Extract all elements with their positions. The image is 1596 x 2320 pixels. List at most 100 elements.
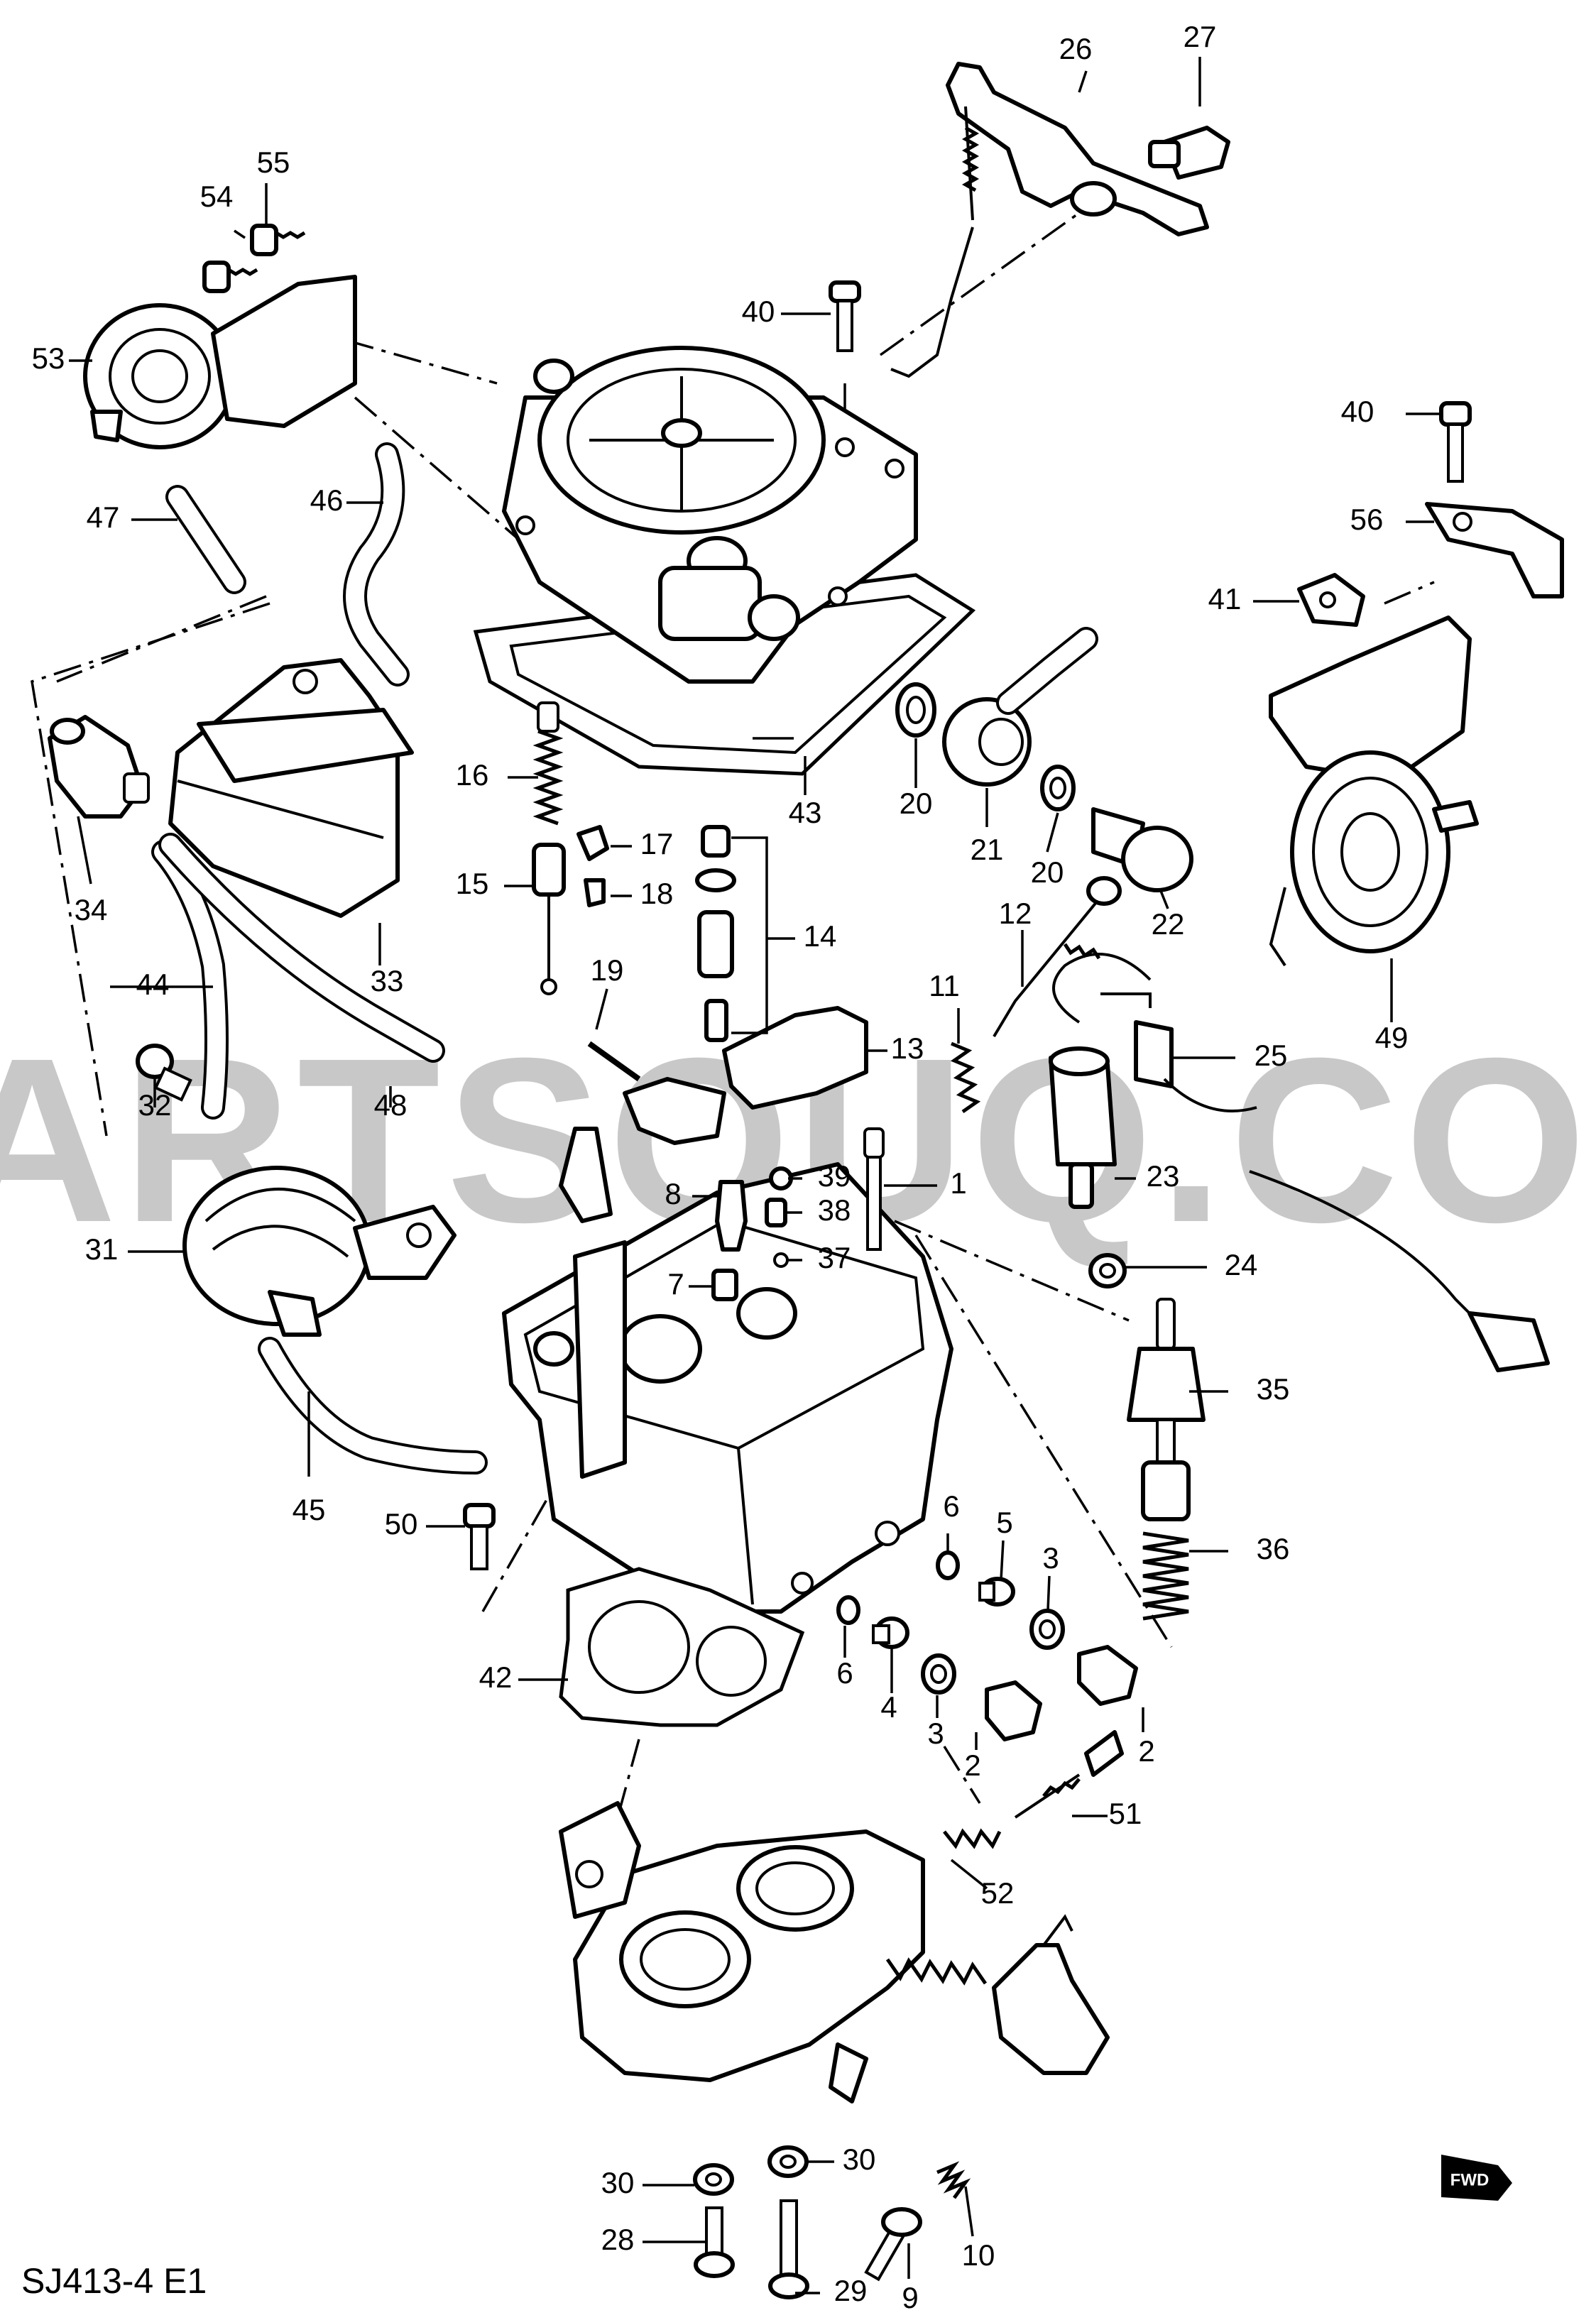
part-20-washer-b <box>1040 765 1076 811</box>
part-56-bracket <box>1425 502 1564 598</box>
part-37-ball <box>773 1252 789 1268</box>
part-23-fuel-cut-solenoid <box>1049 953 1257 1209</box>
callout-24: 24 <box>1225 1248 1258 1281</box>
part-49-vacuum-actuator <box>1269 615 1479 967</box>
part-44-hose <box>151 840 229 1120</box>
part-2-plug-b <box>985 1680 1042 1741</box>
connector-wire <box>1249 1170 1550 1372</box>
callout-23: 23 <box>1147 1159 1180 1193</box>
part-7-jet <box>711 1269 738 1301</box>
part-15-needle-valve <box>532 843 566 995</box>
callout-16: 16 <box>456 758 489 792</box>
part-51-adjust-screw <box>1014 1730 1124 1819</box>
callout-17: 17 <box>640 827 674 860</box>
part-12-needle-screw <box>993 876 1122 1038</box>
callout-40-right: 40 <box>1341 395 1374 428</box>
diagram-code: SJ413-4 E1 <box>21 2261 207 2301</box>
callout-5: 5 <box>996 1506 1012 1539</box>
callout-12: 12 <box>999 897 1032 930</box>
part-9-screw <box>864 2207 922 2282</box>
callout-9: 9 <box>902 2281 918 2314</box>
part-28-screw <box>694 2206 735 2278</box>
part-6-ball-b <box>836 1595 860 1625</box>
part-38-jet <box>765 1198 787 1227</box>
part-34-tee-fitting <box>48 715 150 819</box>
callout-29: 29 <box>834 2274 868 2307</box>
part-1-tube <box>863 1127 885 1251</box>
part-19-pin <box>587 1041 641 1082</box>
callout-2-a: 2 <box>964 1749 980 1782</box>
callout-30-b: 30 <box>843 2143 876 2176</box>
fwd-badge: FWD <box>1441 2155 1512 2201</box>
callout-52: 52 <box>981 1876 1015 1910</box>
callout-36: 36 <box>1257 1532 1290 1565</box>
callout-2-b: 2 <box>1138 1734 1154 1768</box>
callout-7: 7 <box>667 1267 684 1301</box>
callout-55: 55 <box>257 146 290 179</box>
part-27-screw <box>1148 126 1230 180</box>
callout-48: 48 <box>374 1088 408 1122</box>
part-18-screw <box>584 878 606 907</box>
callout-10: 10 <box>962 2238 995 2272</box>
part-54-screw <box>202 261 258 293</box>
callout-56: 56 <box>1350 503 1384 536</box>
part-41-bracket <box>1297 573 1365 627</box>
callout-41: 41 <box>1208 582 1242 615</box>
part-46-hose <box>343 442 410 686</box>
callout-20-a: 20 <box>900 787 933 820</box>
callout-3-b: 3 <box>927 1717 944 1750</box>
part-42-base-gasket <box>559 1567 805 1727</box>
part-3-washer-b <box>921 1653 956 1695</box>
callout-18: 18 <box>640 877 674 910</box>
part-47-hose <box>165 485 246 594</box>
part-16-spring <box>532 701 564 826</box>
part-30-nut-a <box>693 2163 734 2196</box>
callout-19: 19 <box>591 953 624 987</box>
callout-4: 4 <box>880 1690 897 1724</box>
part-4-screw <box>872 1616 909 1649</box>
callout-44: 44 <box>136 968 170 1001</box>
callout-34: 34 <box>75 893 108 926</box>
callout-25: 25 <box>1255 1039 1288 1072</box>
part-3-washer-a <box>1029 1609 1065 1650</box>
float-bowl-body <box>502 1127 953 1614</box>
callout-31: 31 <box>85 1232 119 1266</box>
callout-47: 47 <box>87 500 120 534</box>
part-55-screw <box>250 224 306 256</box>
part-5-screw <box>978 1577 1015 1607</box>
callout-49: 49 <box>1375 1021 1409 1054</box>
part-50-bolt <box>463 1503 496 1570</box>
throttle-body <box>559 1801 1110 2103</box>
callout-32: 32 <box>138 1088 172 1122</box>
callout-15: 15 <box>456 867 489 900</box>
callout-46: 46 <box>310 483 344 517</box>
callout-8: 8 <box>665 1177 681 1210</box>
callout-45: 45 <box>293 1493 326 1526</box>
part-52-spring <box>943 1828 1002 1849</box>
part-24-washer <box>1088 1253 1127 1288</box>
callout-11: 11 <box>929 969 960 1002</box>
part-14-jet-assembly <box>695 825 736 1042</box>
callout-14: 14 <box>804 919 837 953</box>
callout-30-a: 30 <box>601 2166 635 2199</box>
callout-26: 26 <box>1059 32 1093 65</box>
part-31-vacuum-diaphragm <box>182 1166 457 1337</box>
part-20-washer-a <box>895 682 936 738</box>
callout-labels: 26 27 55 54 53 47 46 40 40 56 41 43 20 2… <box>32 20 1409 2314</box>
part-8-jet <box>715 1180 748 1252</box>
callout-50: 50 <box>385 1507 418 1541</box>
callout-3-a: 3 <box>1042 1541 1059 1575</box>
callout-42: 42 <box>479 1660 513 1694</box>
part-39-ball <box>769 1166 793 1191</box>
callout-51: 51 <box>1109 1797 1142 1830</box>
callout-1: 1 <box>950 1166 966 1200</box>
callout-33: 33 <box>371 964 404 997</box>
part-40-screw-top <box>829 280 861 352</box>
part-32-screw <box>136 1044 192 1102</box>
fwd-badge-text: FWD <box>1450 2170 1490 2189</box>
part-45-hose <box>258 1337 488 1474</box>
callout-37: 37 <box>818 1241 851 1274</box>
callout-35: 35 <box>1257 1372 1290 1406</box>
part-17-clip <box>576 825 609 861</box>
